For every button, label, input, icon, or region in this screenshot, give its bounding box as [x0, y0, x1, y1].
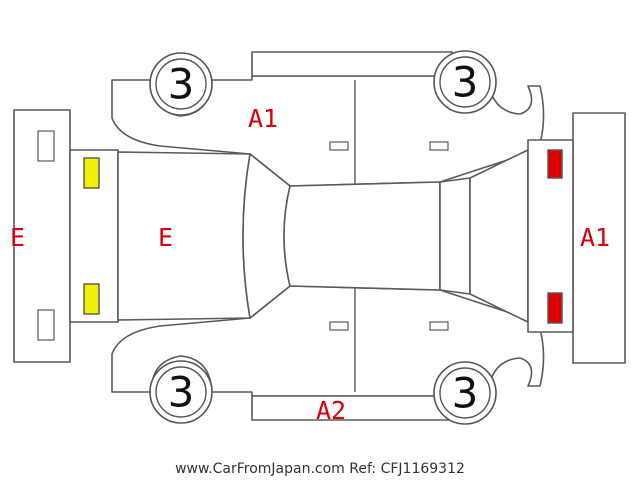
- tire-front-top-number: 3: [168, 60, 195, 109]
- tire-rear-bottom-number: 3: [452, 369, 479, 418]
- bottom-side-panel: [111, 285, 545, 421]
- front-fog-lamp-top: [37, 130, 55, 162]
- damage-code-front-bumper: E: [10, 223, 25, 252]
- taillight-top: [547, 149, 563, 179]
- tire-front-bottom-number: 3: [168, 368, 195, 417]
- rear-window: [439, 177, 471, 295]
- front-fog-lamp-bottom: [37, 309, 55, 341]
- top-front-door-handle: [329, 141, 349, 151]
- damage-code-bottom-side: A2: [316, 396, 346, 425]
- watermark-text: www.CarFromJapan.com Ref: CFJ1169312: [175, 461, 465, 477]
- bottom-roof-rail: [251, 395, 453, 421]
- damage-code-hood: E: [158, 223, 173, 252]
- roof: [283, 181, 441, 291]
- tire-front-bottom: 3: [149, 360, 213, 424]
- trunk-lid: [469, 149, 529, 323]
- taillight-bottom: [547, 292, 563, 324]
- tire-rear-bottom: 3: [433, 361, 497, 425]
- headlight-top: [83, 157, 100, 189]
- hood: [117, 151, 251, 321]
- headlight-bottom: [83, 283, 100, 315]
- front-bumper: [13, 109, 71, 363]
- top-rear-door-handle: [429, 141, 449, 151]
- bottom-rear-door-handle: [429, 321, 449, 331]
- tire-rear-top: 3: [433, 50, 497, 114]
- damage-code-top-side: A1: [248, 104, 278, 133]
- tire-rear-top-number: 3: [452, 58, 479, 107]
- top-roof-rail: [251, 51, 453, 77]
- top-side-panel: [111, 51, 545, 187]
- damage-code-rear-bumper: A1: [580, 223, 610, 252]
- tire-front-top: 3: [149, 52, 213, 116]
- bottom-front-door-handle: [329, 321, 349, 331]
